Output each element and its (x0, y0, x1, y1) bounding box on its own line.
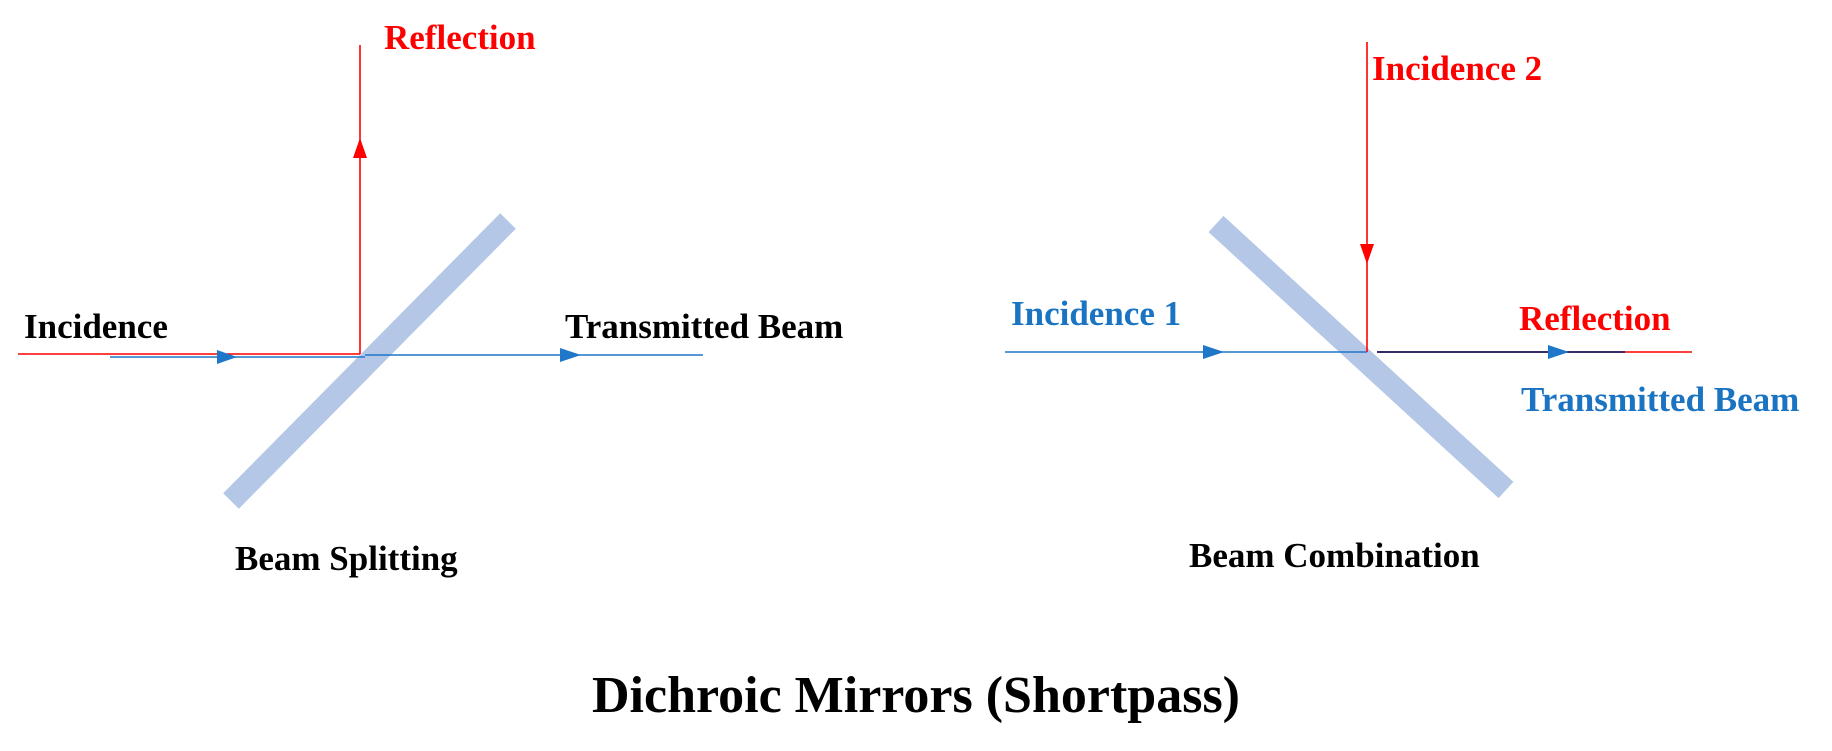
right-mirror (1208, 215, 1514, 499)
diagram-title: Dichroic Mirrors (Shortpass) (592, 667, 1240, 724)
left-incidence-label: Incidence (24, 307, 168, 346)
left-transmitted-label: Transmitted Beam (565, 307, 843, 346)
left-reflected-arrowhead (353, 138, 367, 158)
right-reflection-label: Reflection (1519, 299, 1671, 338)
right-caption: Beam Combination (1189, 536, 1480, 575)
left-transmitted-arrowhead (560, 348, 581, 362)
left-mirror (223, 213, 516, 509)
right-incident1-arrowhead (1203, 345, 1224, 359)
right-transmitted-label: Transmitted Beam (1521, 380, 1799, 419)
right-incident2-arrowhead (1360, 244, 1374, 264)
beam-combination-diagram: Incidence 1 Incidence 2 Reflection Trans… (1005, 42, 1799, 575)
right-incidence1-label: Incidence 1 (1011, 294, 1181, 333)
right-incidence2-label: Incidence 2 (1372, 49, 1542, 88)
right-combined-arrowhead (1548, 345, 1569, 359)
left-incident-arrowhead (217, 350, 237, 364)
left-caption: Beam Splitting (235, 539, 458, 578)
beam-splitting-diagram: Incidence Reflection Transmitted Beam Be… (18, 18, 843, 578)
left-reflection-label: Reflection (384, 18, 536, 57)
